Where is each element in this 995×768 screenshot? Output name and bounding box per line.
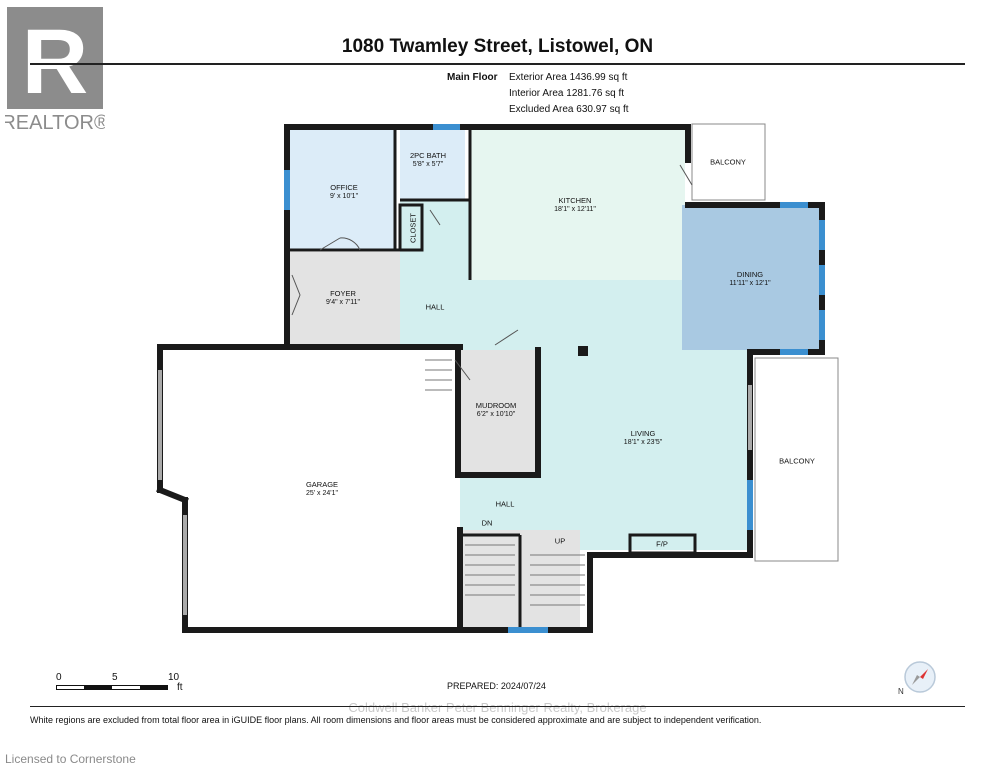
- foyer-area: [287, 252, 400, 345]
- fireplace-label: F/P: [656, 539, 668, 549]
- balcony-top-outline: [691, 123, 766, 201]
- dining-area: [682, 205, 822, 350]
- logo-text: REALTOR®: [5, 112, 105, 134]
- scale-block-2: [140, 685, 168, 690]
- room-closet: CLOSET: [408, 212, 418, 244]
- page-title: 1080 Twamley Street, Listowel, ON: [341, 36, 654, 57]
- exterior-area: Exterior Area 1436.99 sq ft: [509, 72, 628, 83]
- hall-mid-area: [400, 280, 685, 350]
- room-hall-bottom: HALL: [495, 499, 515, 509]
- logo-letter: R: [22, 11, 88, 113]
- balcony-right-outline: [754, 357, 839, 562]
- bath-area: [400, 130, 465, 200]
- stairs-up-label: UP: [554, 536, 566, 546]
- room-balcony-top: BALCONY: [710, 157, 746, 167]
- license-text: Licensed to Cornerstone: [5, 752, 136, 766]
- scale-label-10: 10: [168, 672, 180, 683]
- kitchen-area: [470, 130, 685, 280]
- title-divider: [30, 63, 965, 65]
- mudroom-area: [458, 350, 538, 475]
- realtor-logo: R REALTOR®: [5, 7, 105, 134]
- floor-label: Main Floor: [447, 72, 498, 83]
- scale-bar: 0 5 10 ft: [56, 672, 216, 696]
- scale-block-1: [84, 685, 112, 690]
- scale-unit: ft: [177, 682, 183, 693]
- svg-text:N: N: [898, 687, 904, 696]
- room-hall-top: HALL: [425, 302, 445, 312]
- interior-area: Interior Area 1281.76 sq ft: [509, 88, 625, 99]
- room-balcony-right: BALCONY: [779, 456, 815, 466]
- scale-label-0: 0: [56, 672, 62, 683]
- column-post: [578, 346, 588, 356]
- prepared-date: PREPARED: 2024/07/24: [447, 681, 546, 691]
- compass-icon: N: [898, 661, 936, 696]
- office-area: [287, 130, 395, 250]
- scale-label-5: 5: [112, 672, 118, 683]
- disclaimer-text: White regions are excluded from total fl…: [30, 706, 965, 725]
- excluded-area: Excluded Area 630.97 sq ft: [509, 104, 629, 115]
- stairs-down-label: DN: [481, 518, 493, 528]
- brokerage-watermark: Coldwell Banker Peter Benninger Realty, …: [348, 700, 647, 715]
